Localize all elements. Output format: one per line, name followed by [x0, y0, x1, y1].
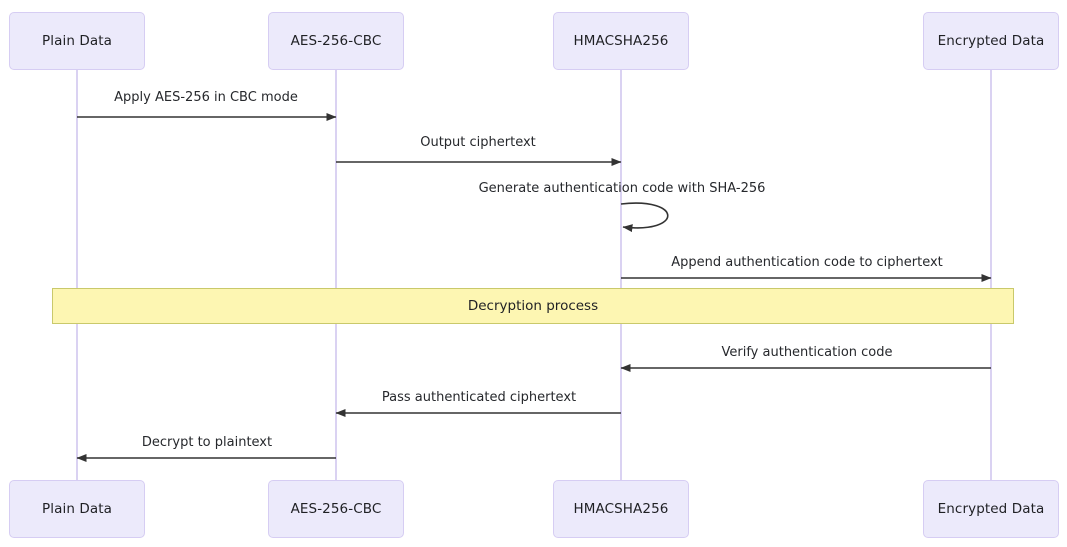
message-label-1: Output ciphertext — [420, 135, 536, 150]
message-arrow-self-loop-2 — [620, 202, 669, 233]
participant-label: Plain Data — [42, 33, 112, 49]
participant-label: Plain Data — [42, 501, 112, 517]
participant-top-aes[interactable]: AES-256-CBC — [268, 12, 404, 70]
lifelines-group — [76, 70, 992, 480]
participant-label: Encrypted Data — [937, 501, 1045, 517]
message-label-4: Verify authentication code — [721, 345, 893, 360]
participant-bottom-hmac[interactable]: HMACSHA256 — [553, 480, 689, 538]
note-label: Decryption process — [467, 298, 599, 314]
participant-top-enc[interactable]: Encrypted Data — [923, 12, 1059, 70]
participant-label: HMACSHA256 — [573, 33, 669, 49]
participant-top-hmac[interactable]: HMACSHA256 — [553, 12, 689, 70]
participant-label: AES-256-CBC — [290, 501, 382, 517]
participant-label: AES-256-CBC — [290, 33, 382, 49]
note-decryption-process: Decryption process — [52, 288, 1014, 324]
participant-label: HMACSHA256 — [573, 501, 669, 517]
message-label-6: Decrypt to plaintext — [141, 435, 273, 450]
message-label-2: Generate authentication code with SHA-25… — [478, 181, 766, 196]
message-label-0: Apply AES-256 in CBC mode — [114, 90, 298, 105]
message-label-3: Append authentication code to ciphertext — [671, 255, 943, 270]
participant-bottom-plain[interactable]: Plain Data — [9, 480, 145, 538]
participant-bottom-enc[interactable]: Encrypted Data — [923, 480, 1059, 538]
message-label-5: Pass authenticated ciphertext — [381, 390, 577, 405]
participant-label: Encrypted Data — [937, 33, 1045, 49]
participant-top-plain[interactable]: Plain Data — [9, 12, 145, 70]
participant-bottom-aes[interactable]: AES-256-CBC — [268, 480, 404, 538]
message-arrows-group — [76, 113, 992, 462]
